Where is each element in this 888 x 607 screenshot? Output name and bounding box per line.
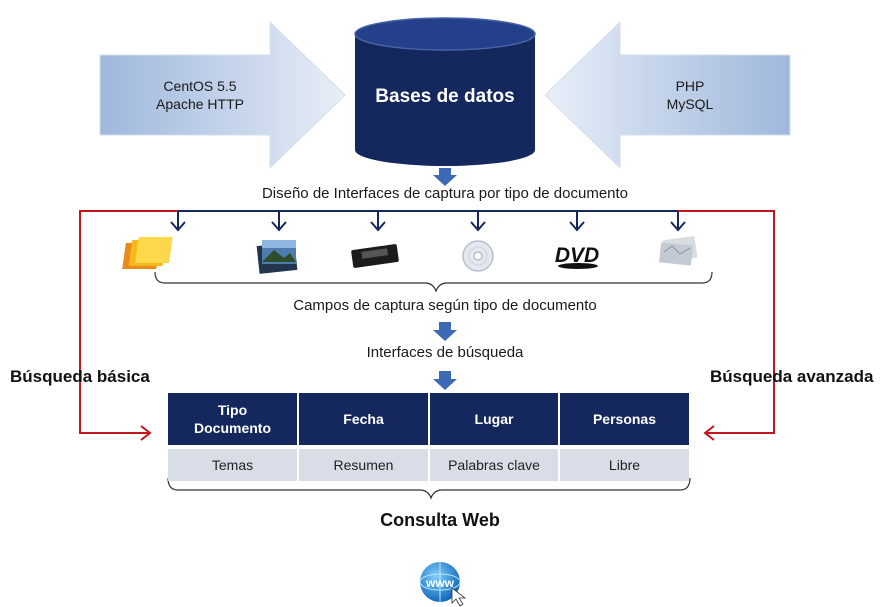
cell-palabras-clave: Palabras clave [430,449,558,481]
advanced-search-line [678,210,775,441]
advanced-search-label: Búsqueda avanzada [710,367,874,386]
header-lugar: Lugar [430,393,558,445]
table-bracket [167,477,691,500]
language-label: PHP [675,78,705,94]
server-os-label: CentOS 5.5 [163,78,237,94]
server-web-label: Apache HTTP [156,96,244,112]
cell-libre: Libre [560,449,689,481]
capture-fields-caption: Campos de captura según tipo de document… [293,297,597,314]
header-personas: Personas [560,393,689,445]
server-label: CentOS 5.5 Apache HTTP [140,77,260,113]
dbms-label: MySQL [666,96,714,112]
header-fecha: Fecha [299,393,428,445]
basic-search-line [79,210,178,441]
down-arrow-icon [433,322,457,341]
basic-search-label: Búsqueda básica [10,367,150,386]
www-globe-icon: www [419,562,467,607]
distribution-line [170,210,686,232]
database-cylinder [354,17,536,166]
left-block-arrow [99,20,346,170]
cd-icon [462,240,494,272]
right-block-arrow [544,20,791,170]
cell-temas: Temas [168,449,297,481]
icons-bracket [154,271,713,293]
flow-arrows [433,168,457,390]
dvd-logo-text: DVD [555,244,599,267]
down-arrow-icon [433,371,457,390]
consulta-web-label: Consulta Web [380,510,500,530]
folders-icon [122,237,173,269]
maps-icon [659,235,698,266]
photos-icon [256,240,298,274]
cell-resumen: Resumen [299,449,428,481]
capture-design-caption: Diseño de Interfaces de captura por tipo… [261,185,629,202]
stack-label: PHP MySQL [640,77,740,113]
search-interfaces-caption: Interfaces de búsqueda [366,344,524,361]
database-title: Bases de datos [375,86,515,107]
down-arrow-icon [433,168,457,186]
videotape-icon [351,244,399,268]
svg-text:www: www [425,576,455,590]
dvd-icon: DVD [555,244,599,269]
